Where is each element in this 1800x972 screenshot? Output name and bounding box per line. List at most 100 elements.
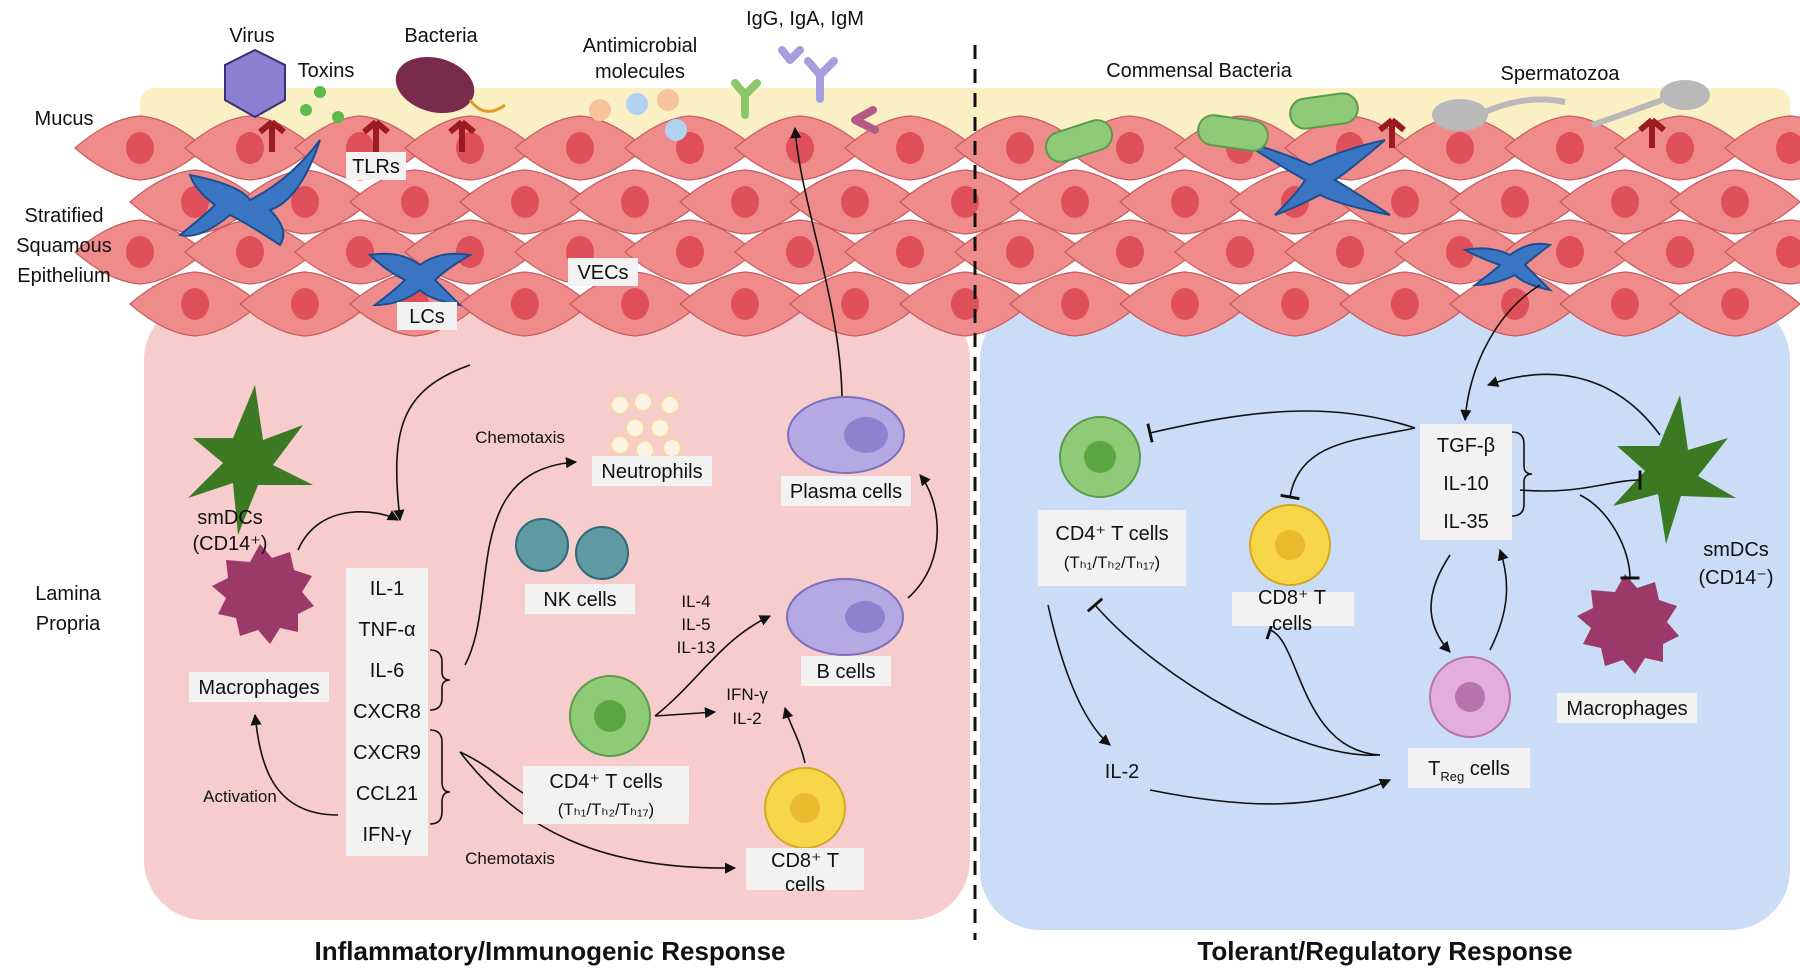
cytokine-list-box bbox=[346, 568, 428, 856]
plasma-cells-label: Plasma cells bbox=[790, 481, 902, 503]
cd8-label-box bbox=[1232, 592, 1354, 626]
cell-nucleus bbox=[401, 186, 429, 218]
epithelium-label: Epithelium bbox=[17, 265, 110, 287]
cell-nucleus bbox=[1171, 186, 1199, 218]
plasma-cells-label-box bbox=[781, 476, 911, 506]
cell-nucleus bbox=[896, 132, 924, 164]
activation-label: Activation bbox=[203, 787, 277, 806]
cell-nucleus bbox=[1006, 236, 1034, 268]
epithelium-label: Squamous bbox=[16, 235, 112, 257]
treg-cell-icon bbox=[1429, 656, 1511, 738]
cell-nucleus bbox=[1776, 132, 1800, 164]
toxin-icon bbox=[300, 86, 344, 123]
cell-nucleus bbox=[841, 186, 869, 218]
cytokine-label: CXCR8 bbox=[353, 701, 421, 723]
virus-label: Virus bbox=[229, 25, 274, 47]
cell-nucleus bbox=[951, 186, 979, 218]
antimicrobial-molecules-icon bbox=[589, 89, 687, 141]
antibody-icon bbox=[731, 46, 879, 134]
cell-nucleus bbox=[511, 288, 539, 320]
tlrs-label-box bbox=[346, 152, 406, 180]
right-title: Tolerant/Regulatory Response bbox=[1197, 936, 1572, 966]
cell-nucleus bbox=[951, 288, 979, 320]
smdcs-label: (CD14⁺) bbox=[192, 533, 267, 555]
toxins-label: Toxins bbox=[298, 60, 355, 82]
epithelial-cell bbox=[1724, 219, 1800, 285]
cell-nucleus bbox=[841, 288, 869, 320]
cell-nucleus bbox=[676, 236, 704, 268]
cd8-cell-icon bbox=[764, 504, 1331, 849]
b-cells-label-box bbox=[801, 656, 891, 686]
cell-nucleus bbox=[1776, 236, 1800, 268]
antimicrobial-label: Antimicrobial bbox=[583, 35, 697, 57]
cytokine-label: TGF-β bbox=[1437, 435, 1495, 457]
cytokine-label: IL-10 bbox=[1443, 473, 1489, 495]
il-label: IL-4 bbox=[681, 592, 710, 611]
cell-nucleus bbox=[1006, 132, 1034, 164]
cell-nucleus bbox=[731, 186, 759, 218]
plasma-cell-icon bbox=[787, 396, 905, 474]
cell-nucleus bbox=[1061, 186, 1089, 218]
neutrophils-label: Neutrophils bbox=[601, 461, 702, 483]
cd8-label: CD8⁺ T bbox=[771, 850, 839, 872]
cell-nucleus bbox=[1391, 186, 1419, 218]
b-cells-label: B cells bbox=[817, 661, 876, 683]
cell-nucleus bbox=[236, 132, 264, 164]
lcs-label-box bbox=[397, 302, 457, 330]
commensal-bacteria-icon bbox=[1044, 92, 1359, 163]
cell-nucleus bbox=[1226, 236, 1254, 268]
cd4-label: CD4⁺ T cells bbox=[549, 771, 662, 793]
cell-nucleus bbox=[1391, 288, 1419, 320]
mucus-label: Mucus bbox=[35, 108, 94, 130]
smdcs-label: smDCs bbox=[197, 507, 263, 529]
lamina-propria-label: Lamina bbox=[35, 583, 101, 605]
left-title: Inflammatory/Immunogenic Response bbox=[315, 936, 786, 966]
vecs-label: VECs bbox=[577, 262, 628, 284]
cell-nucleus bbox=[1116, 236, 1144, 268]
cell-nucleus bbox=[236, 236, 264, 268]
tolerant-region bbox=[980, 300, 1790, 930]
bacteria-label: Bacteria bbox=[404, 25, 478, 47]
cell-nucleus bbox=[181, 288, 209, 320]
epithelium-label: Stratified bbox=[25, 205, 104, 227]
cell-nucleus bbox=[1446, 236, 1474, 268]
cell-nucleus bbox=[1721, 288, 1749, 320]
lcs-label: LCs bbox=[409, 306, 445, 328]
neutrophils-label-box bbox=[592, 456, 712, 486]
epithelial-cell bbox=[1724, 115, 1800, 181]
cd8-label: cells bbox=[785, 874, 825, 896]
macrophages-label-box bbox=[189, 672, 329, 702]
treg-label-box bbox=[1408, 748, 1530, 788]
cell-nucleus bbox=[291, 288, 319, 320]
nk-cell-icon bbox=[515, 518, 629, 580]
cell-nucleus bbox=[566, 132, 594, 164]
cell-nucleus bbox=[291, 186, 319, 218]
cell-nucleus bbox=[346, 236, 374, 268]
cytokine-braces bbox=[429, 431, 1533, 825]
cell-nucleus bbox=[786, 132, 814, 164]
il2-label: IL-2 bbox=[732, 709, 761, 728]
lamina-propria-label: Propria bbox=[36, 613, 101, 635]
bacteria-icon bbox=[395, 56, 506, 114]
cell-nucleus bbox=[1556, 236, 1584, 268]
ifn-label: IFN-γ bbox=[726, 685, 768, 704]
macrophages-label: Macrophages bbox=[1566, 698, 1687, 720]
cytokine-label: TNF-α bbox=[358, 619, 415, 641]
cell-nucleus bbox=[1446, 132, 1474, 164]
cell-nucleus bbox=[1556, 132, 1584, 164]
il-label: IL-13 bbox=[677, 638, 716, 657]
cytokine-list-box bbox=[1420, 424, 1512, 540]
cell-nucleus bbox=[676, 132, 704, 164]
macrophages-label-box bbox=[1557, 693, 1697, 723]
cell-nucleus bbox=[731, 288, 759, 320]
cd4-subtypes-label: (Tₕ₁/Tₕ₂/Tₕ₁₇) bbox=[1064, 553, 1160, 572]
cd8-label: CD8⁺ T bbox=[1258, 587, 1326, 609]
virus-icon bbox=[224, 48, 286, 119]
cell-nucleus bbox=[126, 132, 154, 164]
smdc-cell-icon bbox=[188, 385, 1736, 544]
smdcs-label: smDCs bbox=[1703, 539, 1769, 561]
vecs-label-box bbox=[568, 258, 638, 286]
cell-nucleus bbox=[1171, 288, 1199, 320]
cell-nucleus bbox=[1501, 186, 1529, 218]
